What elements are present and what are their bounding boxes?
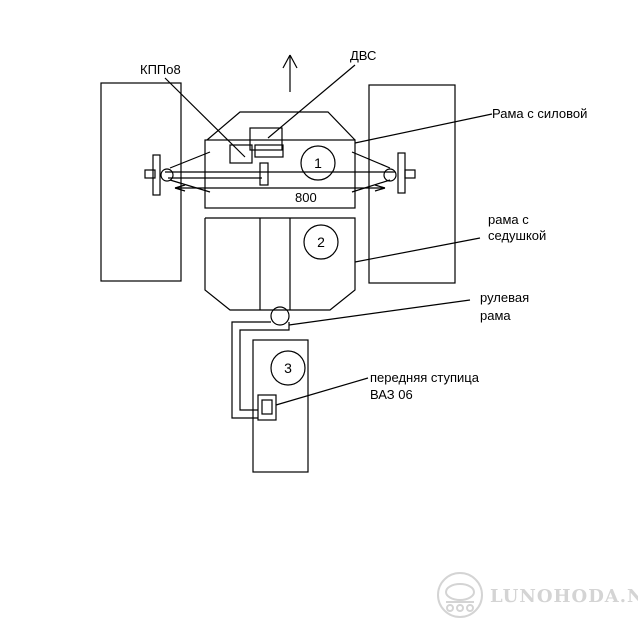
seat-frame bbox=[204, 217, 356, 311]
front-hub-label-line1: передняя ступица bbox=[370, 370, 480, 385]
section-3-circle bbox=[270, 350, 306, 386]
engine-leader-line bbox=[267, 64, 356, 139]
section-1-circle bbox=[300, 145, 336, 181]
left-rear-hub bbox=[144, 154, 174, 196]
section-2-circle bbox=[303, 224, 339, 260]
watermark-text: LUNOHODA.NET bbox=[490, 586, 638, 607]
seat-frame-leader-line bbox=[354, 237, 481, 263]
seat-frame-label-line2: седушкой bbox=[488, 228, 546, 243]
drive-axle bbox=[165, 151, 395, 193]
front-hub-inner bbox=[261, 399, 273, 415]
steering-pivot bbox=[270, 306, 290, 326]
engine-lower-block bbox=[254, 144, 284, 158]
seat-frame-label-line1: рама с bbox=[488, 212, 529, 227]
lunokhod-logo-icon bbox=[437, 572, 483, 618]
power-frame bbox=[204, 111, 356, 209]
power-frame-label: Рама с силовой bbox=[492, 106, 587, 121]
rear-right-wheel bbox=[368, 84, 456, 284]
watermark: LUNOHODA.NET bbox=[437, 572, 638, 618]
gearbox-leader-line bbox=[164, 77, 246, 158]
section-3-number: 3 bbox=[284, 360, 292, 376]
front-hub-block bbox=[257, 394, 277, 421]
section-1-number: 1 bbox=[314, 155, 322, 171]
engine-block bbox=[249, 127, 283, 151]
section-2-number: 2 bbox=[317, 234, 325, 250]
width-dimension-label: 800 bbox=[295, 190, 317, 205]
steering-frame-label-line1: рулевая bbox=[480, 290, 529, 305]
right-rear-hub bbox=[383, 152, 416, 194]
gearbox-block bbox=[229, 144, 253, 164]
front-hub-leader-line bbox=[275, 377, 369, 406]
steering-frame bbox=[231, 321, 290, 419]
rear-left-wheel bbox=[100, 82, 182, 282]
front-wheel bbox=[252, 339, 309, 473]
steering-frame-leader-line bbox=[288, 299, 471, 326]
direction-arrow-icon bbox=[282, 54, 298, 92]
steering-frame-label-line2: рама bbox=[480, 308, 511, 323]
dimension-line-800 bbox=[174, 184, 386, 192]
power-frame-leader-line bbox=[354, 113, 493, 144]
engine-label: ДВС bbox=[350, 48, 376, 63]
front-hub-label-line2: ВАЗ 06 bbox=[370, 387, 413, 402]
gearbox-shaft bbox=[259, 162, 269, 186]
gearbox-label: КППо8 bbox=[140, 62, 181, 77]
